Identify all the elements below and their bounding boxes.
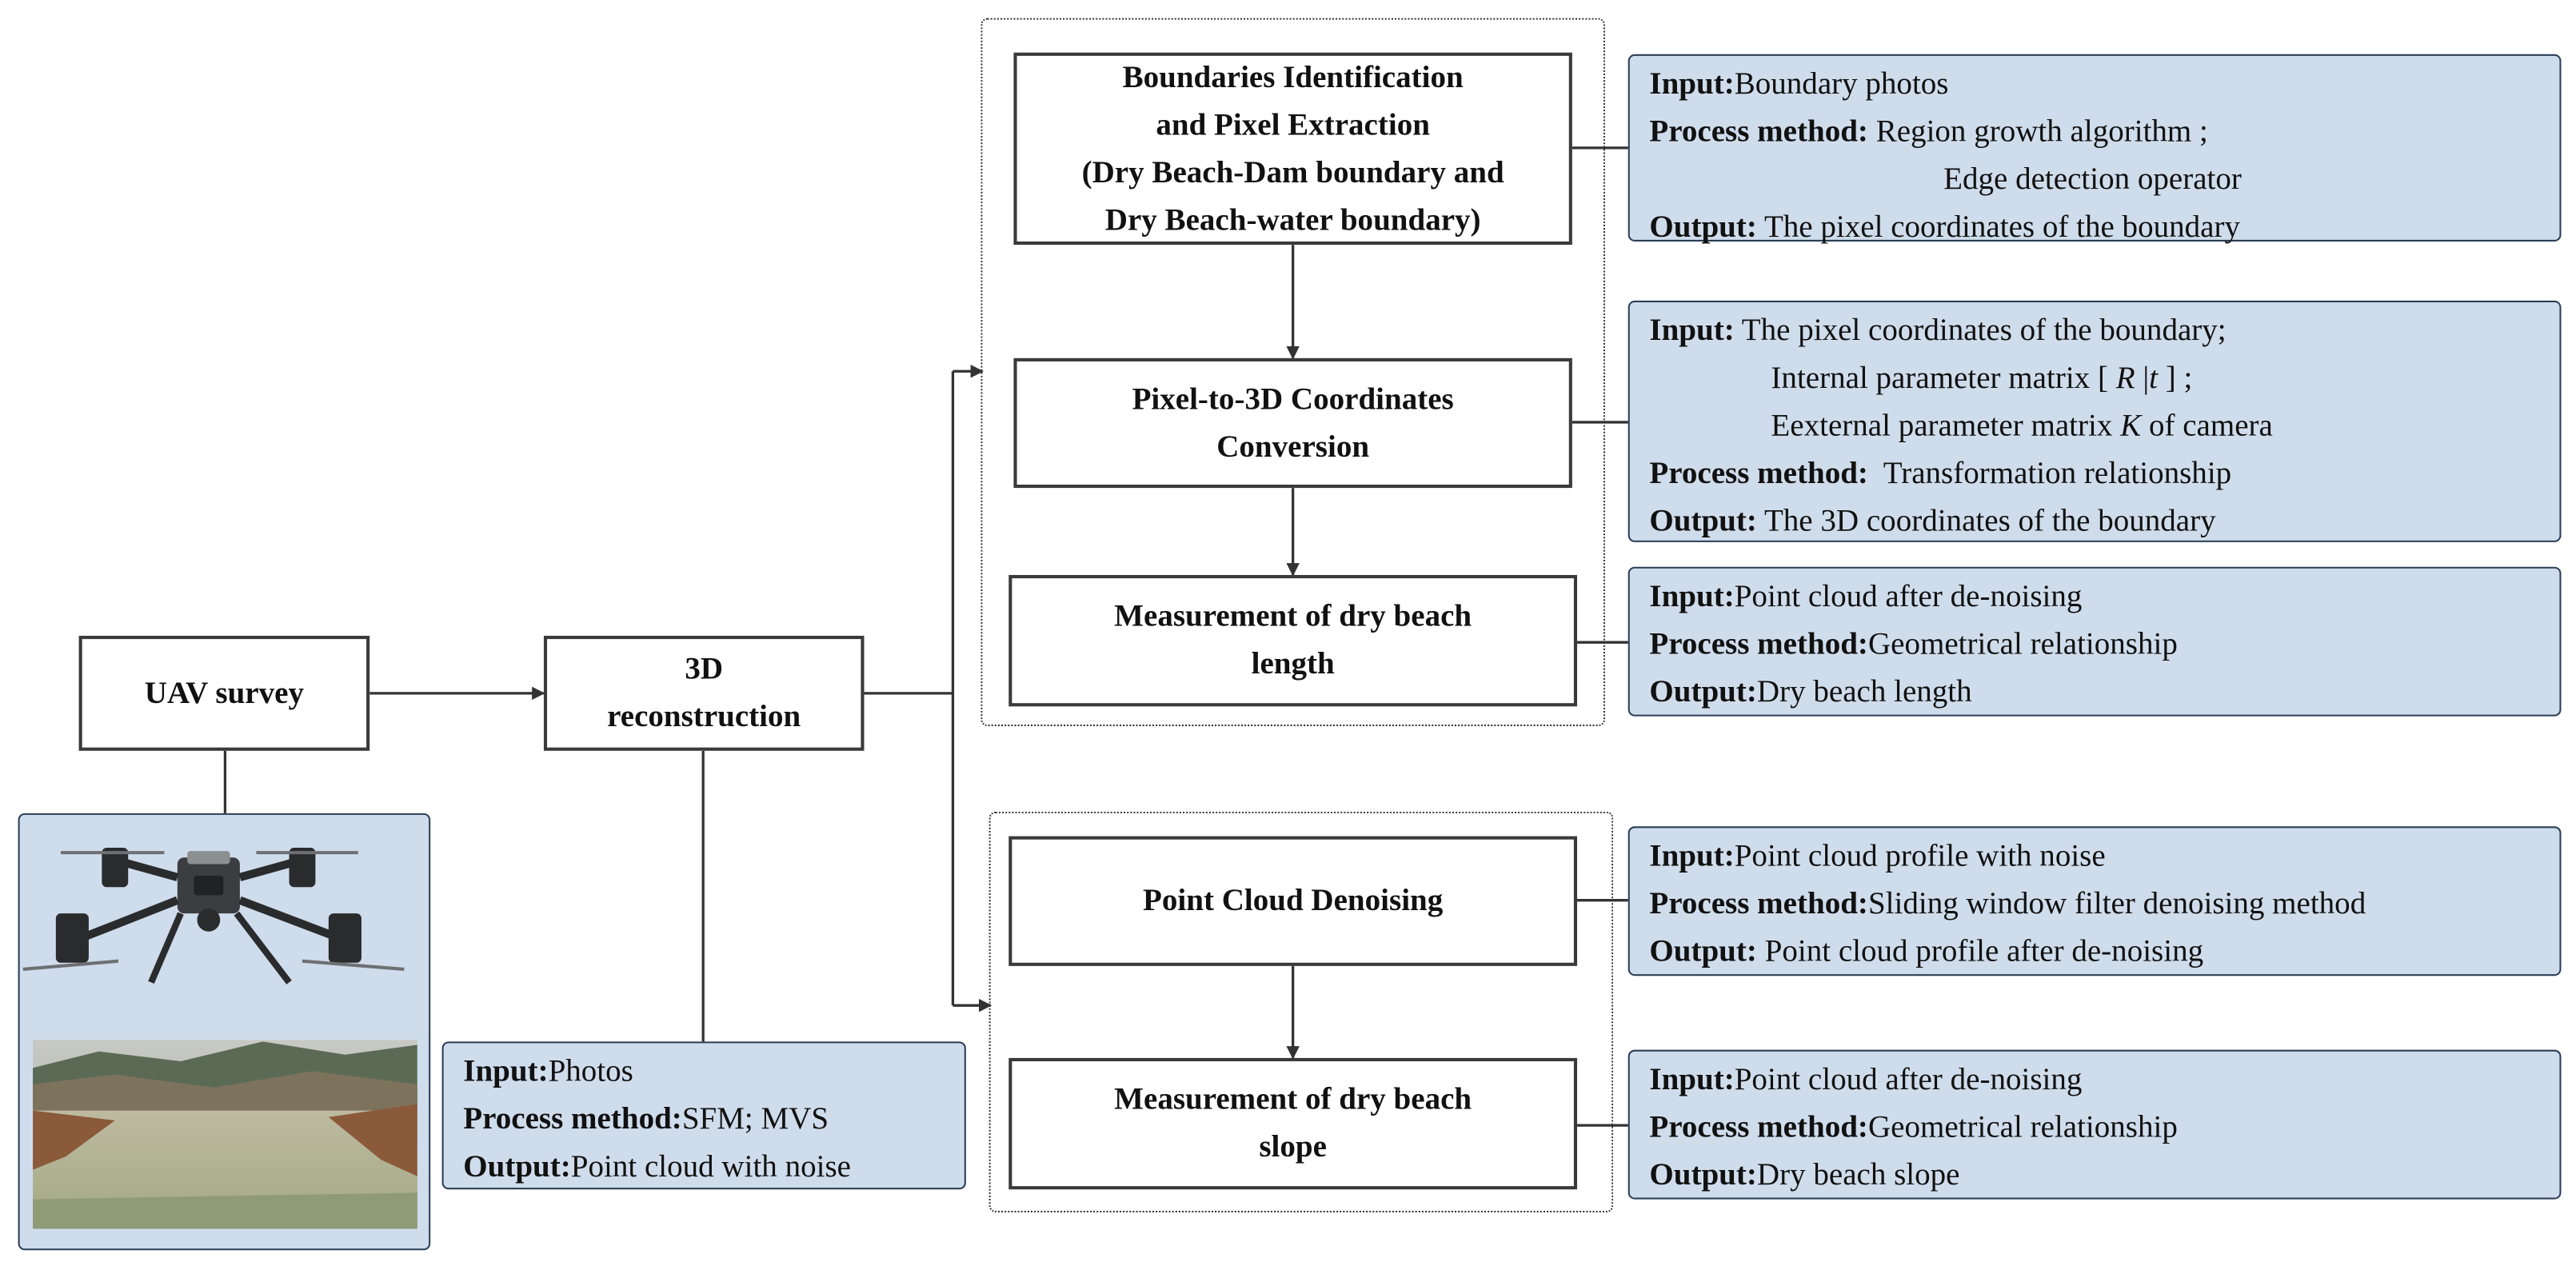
step-dry-beach-slope-line-2: slope xyxy=(1259,1130,1327,1165)
drone-illustration xyxy=(22,847,405,984)
step-3d-reconstruction-line-1: 3D xyxy=(685,652,724,687)
output-label: Output: xyxy=(463,1149,571,1185)
measurement-slope-group xyxy=(988,811,1614,1212)
method-value-2: Edge detection operator xyxy=(1943,162,2242,198)
step-boundaries-identification: Boundaries Identification and Pixel Extr… xyxy=(1013,52,1572,246)
method-value: Geometrical relationship xyxy=(1867,627,2178,662)
output-label: Output: xyxy=(1649,675,1757,710)
method-value: Geometrical relationship xyxy=(1867,1110,2178,1145)
output-value: Point cloud with noise xyxy=(570,1149,851,1185)
step-dry-beach-slope-line-1: Measurement of dry beach xyxy=(1114,1082,1472,1117)
method-label: Process method: xyxy=(1649,627,1868,662)
step-boundaries-line-4: Dry Beach-water boundary) xyxy=(1104,202,1481,238)
output-label: Output: xyxy=(1649,210,1757,246)
method-value: SFM; MVS xyxy=(681,1102,829,1137)
method-value: Region growth algorithm ; xyxy=(1867,114,2208,150)
info-dry-beach-slope: Input:Point cloud after de-noising Proce… xyxy=(1627,1049,2562,1200)
info-boundaries-identification: Input:Boundary photos Process method: Re… xyxy=(1627,54,2562,246)
step-3d-reconstruction: 3D reconstruction xyxy=(543,635,865,751)
input-value: Point cloud profile with noise xyxy=(1734,839,2106,874)
method-value: Transformation relationship xyxy=(1867,457,2232,492)
input-value: The pixel coordinates of the boundary; xyxy=(1734,314,2227,349)
input-label: Input: xyxy=(1649,839,1735,874)
step-boundaries-line-2: and Pixel Extraction xyxy=(1156,107,1430,142)
method-value: Sliding window filter denoising method xyxy=(1867,887,2366,922)
step-3d-reconstruction-line-2: reconstruction xyxy=(607,700,801,735)
step-dry-beach-slope: Measurement of dry beach slope xyxy=(1008,1057,1578,1190)
output-value: Dry beach length xyxy=(1756,675,1972,710)
method-label: Process method: xyxy=(1649,457,1868,492)
step-uav-survey: UAV survey xyxy=(78,635,370,751)
output-value: The 3D coordinates of the boundary xyxy=(1756,504,2216,539)
input-value-2: Internal parameter matrix [ R |t ] ; xyxy=(1771,361,2193,397)
step-pixel-to-3d-conversion: Pixel-to-3D Coordinates Conversion xyxy=(1013,357,1572,489)
input-value: Point cloud after de-noising xyxy=(1734,580,2083,615)
step-dry-beach-length-line-1: Measurement of dry beach xyxy=(1114,599,1472,634)
step-point-cloud-denoising: Point Cloud Denoising xyxy=(1008,836,1578,966)
input-value: Point cloud after de-noising xyxy=(1734,1063,2083,1098)
step-pixel-to-3d-line-2: Conversion xyxy=(1216,429,1370,465)
output-label: Output: xyxy=(1649,934,1757,969)
info-dry-beach-length: Input:Point cloud after de-noising Proce… xyxy=(1627,566,2562,717)
output-label: Output: xyxy=(1649,504,1757,539)
input-value: Boundary photos xyxy=(1734,67,1949,102)
input-label: Input: xyxy=(463,1054,549,1089)
input-label: Input: xyxy=(1649,314,1735,349)
dam-photo xyxy=(33,1040,417,1229)
step-pixel-to-3d-line-1: Pixel-to-3D Coordinates xyxy=(1132,381,1454,417)
input-label: Input: xyxy=(1649,67,1735,102)
method-label: Process method: xyxy=(1649,114,1868,150)
info-3d-reconstruction: Input:Photos Process method:SFM; MVS Out… xyxy=(441,1041,966,1190)
info-point-cloud-denoising: Input:Point cloud profile with noise Pro… xyxy=(1627,826,2562,976)
step-uav-survey-label: UAV survey xyxy=(144,676,304,711)
input-label: Input: xyxy=(1649,580,1735,615)
output-value: Point cloud profile after de-noising xyxy=(1756,934,2204,969)
method-label: Process method: xyxy=(463,1102,682,1137)
step-boundaries-line-3: (Dry Beach-Dam boundary and xyxy=(1081,155,1504,190)
input-label: Input: xyxy=(1649,1063,1735,1098)
output-value: Dry beach slope xyxy=(1756,1158,1960,1193)
step-boundaries-line-1: Boundaries Identification xyxy=(1122,59,1464,95)
method-label: Process method: xyxy=(1649,1110,1868,1145)
info-pixel-to-3d-conversion: Input: The pixel coordinates of the boun… xyxy=(1627,300,2562,542)
step-point-cloud-denoising-label: Point Cloud Denoising xyxy=(1143,884,1444,919)
step-dry-beach-length-line-2: length xyxy=(1251,647,1335,682)
output-value: The pixel coordinates of the boundary xyxy=(1756,210,2240,246)
step-dry-beach-length: Measurement of dry beach length xyxy=(1008,574,1578,707)
output-label: Output: xyxy=(1649,1158,1757,1193)
input-value: Photos xyxy=(548,1054,633,1089)
input-value-3: Eexternal parameter matrix K of camera xyxy=(1771,409,2273,444)
measurement-length-group xyxy=(980,18,1605,726)
method-label: Process method: xyxy=(1649,887,1868,922)
